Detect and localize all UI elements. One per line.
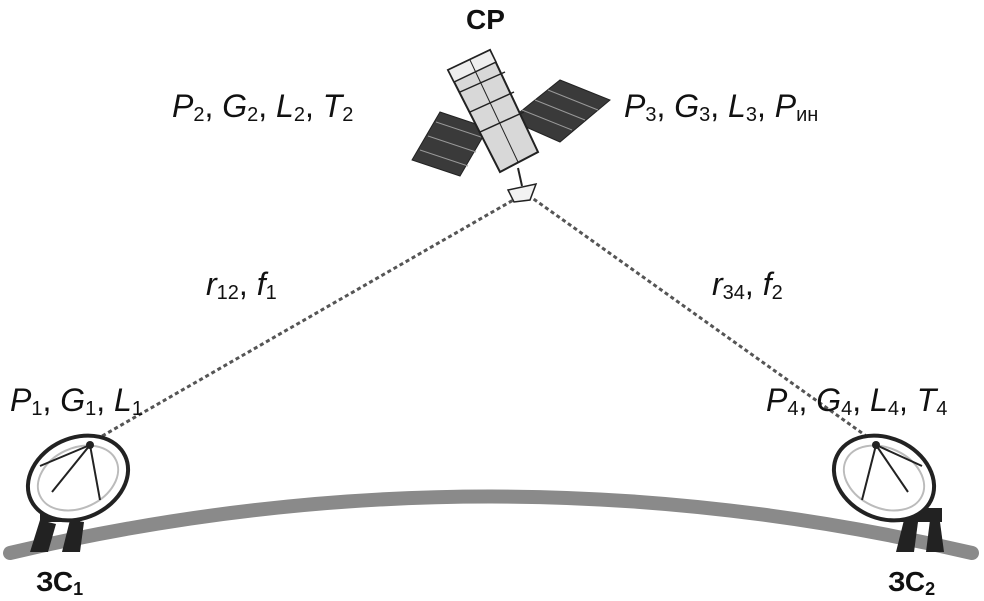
- earth-surface: [3, 489, 979, 560]
- param-subscript: 3: [745, 104, 757, 126]
- satellite-label: СР: [466, 6, 505, 34]
- uplink-line: [89, 193, 523, 445]
- param-symbol: G: [674, 88, 700, 124]
- param-subscript: 2: [293, 104, 305, 126]
- param-symbol: L: [276, 88, 294, 124]
- param-symbol: r: [206, 266, 217, 302]
- param-symbol: G: [60, 382, 86, 418]
- station-1-index: 1: [73, 579, 84, 599]
- param-subscript: 2: [193, 104, 205, 126]
- param-symbol: G: [816, 382, 842, 418]
- station-1-label: ЗС1: [36, 566, 84, 599]
- param-subscript: 4: [887, 398, 899, 420]
- param-subscript: ин: [796, 104, 819, 126]
- param-symbol: T: [916, 382, 937, 418]
- param-subscript: 1: [85, 398, 97, 420]
- station-2-label-text: ЗС: [888, 566, 926, 597]
- station-2-params: P4, G4, L4, T4: [766, 382, 948, 420]
- param-symbol: L: [870, 382, 888, 418]
- param-subscript: 1: [265, 282, 277, 304]
- station-1-params: P1, G1, L1: [10, 382, 143, 420]
- param-symbol: G: [222, 88, 248, 124]
- param-symbol: L: [114, 382, 132, 418]
- uplink-params: r12, f1: [206, 266, 277, 304]
- param-symbol: P: [172, 88, 194, 124]
- param-subscript: 3: [645, 104, 657, 126]
- param-subscript: 2: [771, 282, 783, 304]
- ground-station-2-icon: [831, 433, 944, 552]
- station-2-index: 2: [925, 579, 936, 599]
- param-symbol: P: [766, 382, 788, 418]
- param-symbol: P: [624, 88, 646, 124]
- param-symbol: P: [774, 88, 797, 124]
- param-subscript: 4: [936, 398, 948, 420]
- param-subscript: 4: [787, 398, 799, 420]
- downlink-params: r34, f2: [712, 266, 783, 304]
- param-subscript: 34: [722, 282, 745, 304]
- param-symbol: f: [256, 266, 266, 302]
- satellite-tx-params: P3, G3, L3, Pин: [624, 88, 819, 126]
- param-subscript: 2: [247, 104, 259, 126]
- satellite-rx-params: P2, G2, L2, T2: [172, 88, 354, 126]
- downlink-line: [527, 193, 877, 445]
- param-subscript: 3: [699, 104, 711, 126]
- satellite-label-text: СР: [466, 4, 505, 35]
- param-subscript: 4: [841, 398, 853, 420]
- param-symbol: f: [762, 266, 772, 302]
- param-symbol: T: [322, 88, 343, 124]
- param-subscript: 12: [216, 282, 239, 304]
- station-1-label-text: ЗС: [36, 566, 74, 597]
- station-2-label: ЗС2: [888, 566, 936, 599]
- param-subscript: 2: [342, 104, 354, 126]
- ground-station-1-icon: [25, 433, 131, 552]
- param-symbol: L: [728, 88, 746, 124]
- param-subscript: 1: [31, 398, 43, 420]
- satellite-icon: [411, 48, 611, 203]
- param-symbol: r: [712, 266, 723, 302]
- param-subscript: 1: [131, 398, 143, 420]
- param-symbol: P: [10, 382, 32, 418]
